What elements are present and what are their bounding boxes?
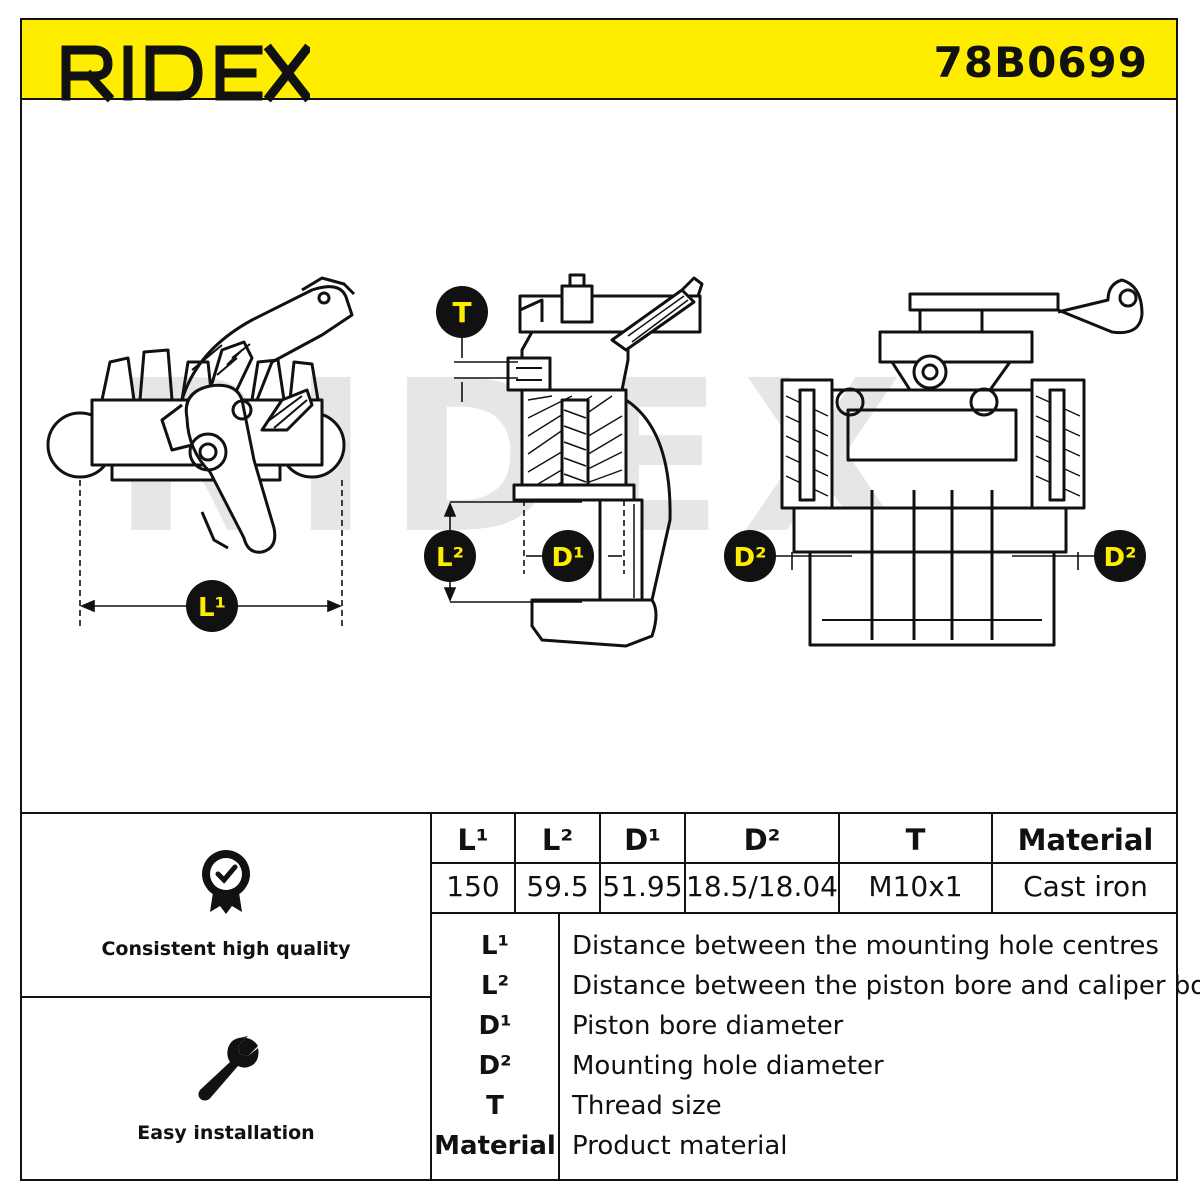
quality-badge-icon [202,850,250,914]
dim-badge-d2-left: D² [724,530,776,582]
ridex-logo [61,43,310,103]
svg-text:D²: D² [734,543,767,573]
legend-desc: Distance between the piston bore and cal… [572,971,1200,1001]
legend-key: D¹ [478,1011,512,1041]
legend-desc: Product material [572,1131,788,1161]
spec-value-d1: 51.95 [602,870,683,903]
svg-text:T: T [452,296,471,329]
legend-key: D² [478,1051,512,1081]
header-bar: 78B0699 [20,18,1178,103]
part-number: 78B0699 [933,38,1148,87]
spec-value-t: M10x1 [868,870,963,903]
feature-installation-label: Easy installation [137,1122,315,1144]
spec-header-divider [430,862,1178,864]
spec-header-t: T [905,823,926,857]
dim-badge-t: T [436,286,488,338]
spec-header-d2: D² [743,823,781,857]
svg-text:L²: L² [436,543,464,573]
spec-col-divider [599,812,601,912]
legend-key: Material [434,1131,556,1161]
spec-col-divider [684,812,686,912]
spec-col-divider [991,812,993,912]
dim-badge-l2: L² [424,530,476,582]
spec-bottom-divider [430,912,1178,914]
svg-text:D¹: D¹ [552,543,585,573]
spec-value-l2: 59.5 [526,870,589,903]
spec-header-d1: D¹ [624,823,661,857]
legend-key: L¹ [481,931,509,961]
caliper-technical-drawing: RIDEX [46,273,1146,648]
spec-value-d2: 18.5/18.04 [686,870,838,903]
caliper-side-view [46,276,356,554]
spec-header-material: Material [1017,823,1154,857]
svg-text:L¹: L¹ [198,593,226,623]
caliper-front-view [780,278,1144,647]
spec-header-l1: L¹ [457,823,489,857]
caliper-section-view [506,273,704,648]
feature-quality-label: Consistent high quality [101,938,351,960]
svg-text:D²: D² [1104,543,1137,573]
feature-installation: Easy installation [22,1030,430,1170]
feature-quality: Consistent high quality [22,846,430,986]
legend-desc: Piston bore diameter [572,1011,844,1041]
legend-key: L² [481,971,509,1001]
dim-badge-l1: L¹ [186,580,238,632]
legend-divider [558,914,560,1181]
spec-value-material: Cast iron [1023,870,1148,903]
dim-badge-d1: D¹ [542,530,594,582]
legend-desc: Distance between the mounting hole centr… [572,931,1159,961]
wrench-icon [198,1036,259,1101]
spec-value-l1: 150 [446,870,500,903]
divider-features [20,996,432,998]
legend-key: T [486,1091,504,1121]
dim-badge-d2-right: D² [1094,530,1146,582]
spec-col-divider [514,812,516,912]
spec-header-l2: L² [541,823,574,857]
legend-desc: Thread size [572,1091,722,1121]
legend-desc: Mounting hole diameter [572,1051,884,1081]
spec-col-divider [838,812,840,912]
